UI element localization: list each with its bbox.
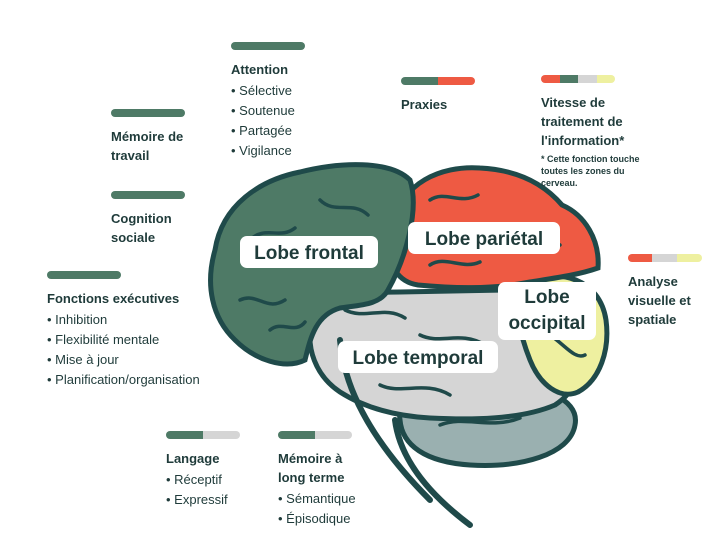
- fonctions-bar: [47, 271, 121, 279]
- memoire-travail-title-1: Mémoire de: [111, 129, 184, 144]
- praxies-block: Praxies: [401, 77, 475, 114]
- fonctions-block: Fonctions exécutives Inhibition Flexibil…: [47, 271, 200, 390]
- list-item: Vigilance: [231, 141, 305, 161]
- langage-list: Réceptif Expressif: [166, 470, 240, 510]
- list-item: Épisodique: [278, 509, 356, 529]
- note-line: cerveau.: [541, 178, 578, 188]
- list-item: Flexibilité mentale: [47, 330, 200, 350]
- list-item: Inhibition: [47, 310, 200, 330]
- attention-bar: [231, 42, 305, 50]
- langage-bar: [166, 431, 240, 439]
- list-item: Sélective: [231, 81, 305, 101]
- parietal-lobe-label: Lobe pariétal: [425, 229, 543, 250]
- parietal-label-bg: [408, 222, 560, 254]
- vitesse-title-3: l'information*: [541, 133, 625, 148]
- vitesse-bar: [541, 75, 615, 83]
- praxies-title: Praxies: [401, 97, 448, 112]
- analyse-title-3: spatiale: [628, 312, 677, 327]
- note-line: * Cette fonction touche: [541, 154, 640, 164]
- vitesse-block: Vitesse de traitement de l'information* …: [541, 75, 640, 189]
- attention-list: Sélective Soutenue Partagée Vigilance: [231, 81, 305, 161]
- memoire-long-title-2: long terme: [278, 470, 345, 485]
- list-item: Planification/organisation: [47, 370, 200, 390]
- analyse-bar: [628, 254, 702, 262]
- memoire-travail-title-2: travail: [111, 148, 150, 163]
- cognition-bar: [111, 191, 185, 199]
- fonctions-title: Fonctions exécutives: [47, 291, 180, 306]
- cognition-title-2: sociale: [111, 230, 156, 245]
- list-item: Sémantique: [278, 489, 355, 509]
- vitesse-note: * Cette fonction touche toutes les zones…: [541, 153, 640, 189]
- memoire-long-list: Sémantique Épisodique: [278, 489, 356, 529]
- langage-block: Langage Réceptif Expressif: [166, 431, 240, 510]
- cognition-title-1: Cognition: [111, 211, 172, 226]
- temporal-label-bg: [338, 341, 498, 373]
- list-item: Réceptif: [166, 470, 240, 490]
- analyse-title-1: Analyse: [628, 274, 678, 289]
- note-line: toutes les zones du: [541, 166, 625, 176]
- memoire-travail-bar: [111, 109, 185, 117]
- list-item: Soutenue: [231, 101, 305, 121]
- vitesse-title-2: traitement de: [541, 114, 623, 129]
- memoire-travail-block: Mémoire de travail: [111, 109, 185, 165]
- temporal-lobe-label: Lobe temporal: [353, 348, 484, 369]
- frontal-lobe-label: Lobe frontal: [254, 243, 364, 264]
- frontal-label-bg: [240, 236, 378, 268]
- praxies-bar: [401, 77, 475, 85]
- vitesse-title-1: Vitesse de: [541, 95, 606, 110]
- analyse-title-2: visuelle et: [628, 293, 691, 308]
- attention-block: Attention Sélective Soutenue Partagée Vi…: [231, 42, 305, 161]
- list-item: Partagée: [231, 121, 305, 141]
- memoire-long-block: Mémoire à long terme Sémantique Épisodiq…: [278, 431, 356, 529]
- attention-title: Attention: [231, 62, 289, 77]
- brainstem: [392, 417, 473, 528]
- list-item: Expressif: [166, 490, 240, 510]
- fonctions-list: Inhibition Flexibilité mentale Mise à jo…: [47, 310, 200, 390]
- list-item: Mise à jour: [47, 350, 200, 370]
- analyse-block: Analyse visuelle et spatiale: [628, 254, 702, 329]
- occipital-label-bg: [498, 282, 596, 340]
- occipital-lobe-label-1: Lobe: [524, 287, 569, 308]
- occipital-lobe-label-2: occipital: [508, 313, 585, 334]
- memoire-long-bar: [278, 431, 352, 439]
- langage-title: Langage: [166, 451, 220, 466]
- memoire-long-title-1: Mémoire à: [278, 451, 343, 466]
- cognition-block: Cognition sociale: [111, 191, 185, 247]
